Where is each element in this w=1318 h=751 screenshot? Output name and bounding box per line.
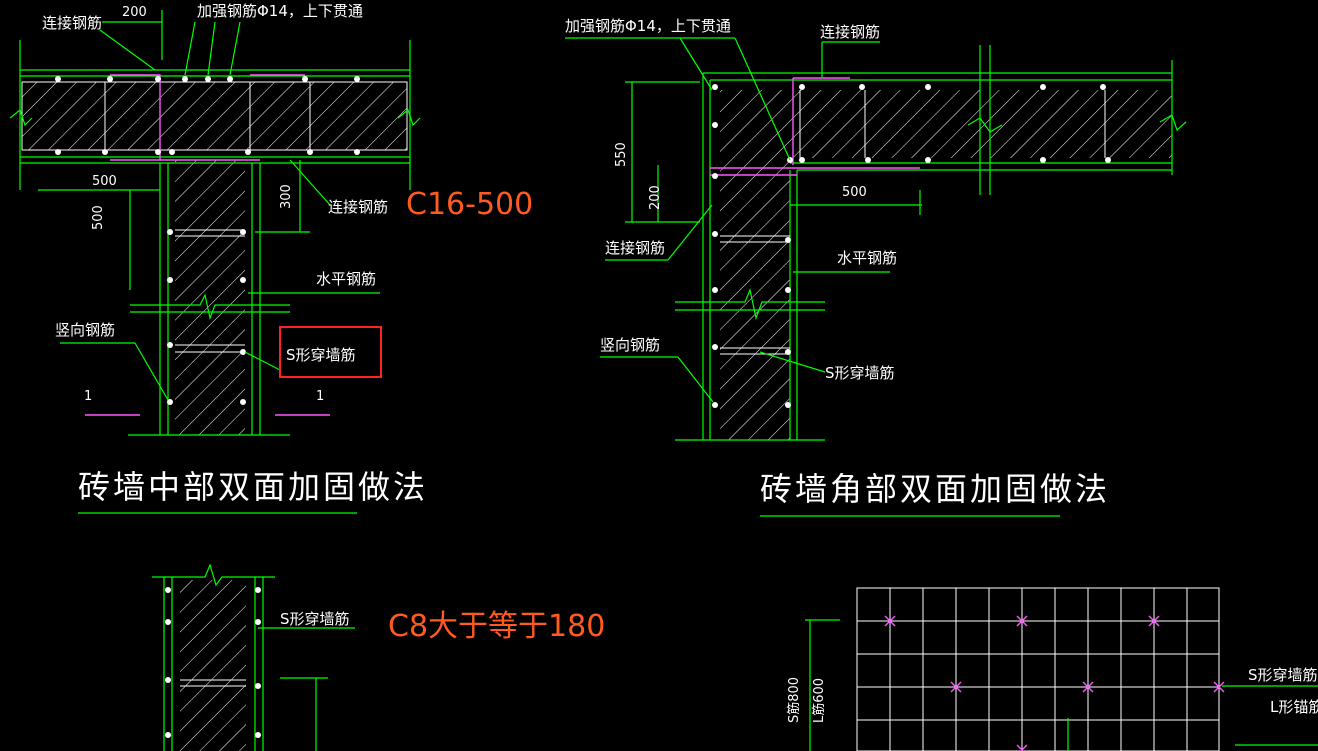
label-connect-rebar-4: 连接钢筋 — [605, 239, 665, 257]
dim-500-h: 500 — [92, 174, 117, 189]
label-s-tie-2: S形穿墙筋 — [825, 364, 895, 382]
label-connect-rebar-2: 连接钢筋 — [328, 198, 388, 216]
label-reinforce-rebar-2: 加强钢筋Φ14，上下贯通 — [565, 17, 731, 35]
dim-200-corner: 200 — [648, 185, 663, 210]
title-middle: 砖墙中部双面加固做法 — [78, 468, 428, 506]
detail-grid: S筋800 L筋600 S形穿墙筋 L形锚筋 — [786, 587, 1318, 751]
label-s-tie-4: S形穿墙筋 — [1248, 666, 1318, 684]
wall-hatch-corner-v — [720, 158, 790, 440]
wall-hatch-lower — [180, 580, 246, 751]
label-horizontal-rebar-2: 水平钢筋 — [837, 249, 897, 267]
label-s-spacing: S筋800 — [786, 677, 802, 723]
highlight-box — [279, 326, 382, 378]
wall-hatch-vertical — [175, 160, 245, 435]
label-connect-rebar-1: 连接钢筋 — [42, 14, 102, 32]
label-l-spacing: L筋600 — [811, 678, 827, 723]
dim-200-top: 200 — [122, 5, 147, 20]
label-s-tie-3: S形穿墙筋 — [280, 610, 350, 628]
rebar-dots-lower — [165, 587, 261, 738]
label-l-anchor: L形锚筋 — [1270, 698, 1318, 716]
grid-lines — [857, 588, 1219, 751]
rebar-dots-middle — [55, 76, 360, 405]
label-connect-rebar-3: 连接钢筋 — [820, 23, 880, 41]
detail-corner: 加强钢筋Φ14，上下贯通 连接钢筋 550 200 500 连接钢筋 水平钢筋 … — [565, 17, 1187, 517]
label-s-tie-1: S形穿墙筋 — [286, 346, 356, 364]
label-reinforce-rebar-1: 加强钢筋Φ14，上下贯通 — [197, 2, 363, 20]
dim-300: 300 — [279, 184, 294, 209]
tie-points — [884, 615, 1225, 751]
label-horizontal-rebar-1: 水平钢筋 — [316, 270, 376, 288]
label-vertical-rebar-1: 竖向钢筋 — [55, 321, 115, 339]
annotation-c16: C16-500 — [406, 187, 533, 222]
dim-500-corner: 500 — [842, 185, 867, 200]
rebar-dots-corner — [712, 84, 1111, 408]
label-vertical-rebar-2: 竖向钢筋 — [600, 336, 660, 354]
title-corner: 砖墙角部双面加固做法 — [760, 470, 1110, 508]
annotation-c8: C8大于等于180 — [388, 609, 605, 644]
dim-500-v: 500 — [91, 205, 106, 230]
dim-550: 550 — [614, 142, 629, 167]
section-mark-left: 1 — [84, 389, 92, 404]
detail-lower-left: S形穿墙筋 C8大于等于180 — [152, 563, 605, 751]
wall-hatch-corner-h — [720, 90, 1172, 158]
section-mark-right: 1 — [316, 389, 324, 404]
detail-middle: 连接钢筋 200 加强钢筋Φ14，上下贯通 500 500 300 连接钢筋 水… — [9, 2, 533, 514]
wall-hatch-horizontal — [22, 82, 407, 150]
